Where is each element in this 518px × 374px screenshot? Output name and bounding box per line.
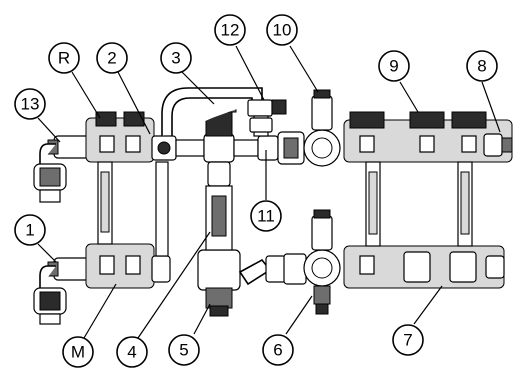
bypass-pipe xyxy=(161,87,287,137)
callout-M: M xyxy=(62,336,94,368)
callout-label-13: 13 xyxy=(21,95,40,114)
callout-label-2: 2 xyxy=(107,49,116,68)
air-vents xyxy=(311,89,333,251)
left-valves xyxy=(33,143,67,325)
mixing-column xyxy=(201,101,237,251)
callout-label-R: R xyxy=(58,49,70,68)
callout-label-1: 1 xyxy=(25,221,34,240)
callout-label-9: 9 xyxy=(389,57,398,76)
callout-R: R xyxy=(48,42,80,74)
return-manifold xyxy=(47,111,513,167)
callout-label-12: 12 xyxy=(221,21,240,40)
callout-9: 9 xyxy=(378,50,410,82)
callout-6: 6 xyxy=(262,334,294,366)
callout-12: 12 xyxy=(214,14,246,46)
callout-label-4: 4 xyxy=(127,343,136,362)
flow-meters xyxy=(97,161,473,257)
callout-10: 10 xyxy=(266,14,298,46)
flow-manifold xyxy=(47,243,505,317)
callout-label-11: 11 xyxy=(257,207,275,226)
callout-8: 8 xyxy=(466,50,498,82)
callout-7: 7 xyxy=(392,324,424,356)
callout-5: 5 xyxy=(168,334,200,366)
callout-4: 4 xyxy=(116,336,148,368)
callout-3: 3 xyxy=(160,42,192,74)
callout-label-8: 8 xyxy=(477,57,486,76)
callout-label-M: M xyxy=(71,343,85,362)
callout-label-5: 5 xyxy=(179,341,188,360)
callout-1: 1 xyxy=(14,214,46,246)
callout-label-3: 3 xyxy=(171,49,180,68)
callout-2: 2 xyxy=(96,42,128,74)
callout-13: 13 xyxy=(14,88,46,120)
callout-label-7: 7 xyxy=(403,331,412,350)
callout-11: 11 xyxy=(250,200,282,232)
leader-lines xyxy=(37,45,501,339)
callout-label-10: 10 xyxy=(273,21,292,40)
callout-label-6: 6 xyxy=(273,341,282,360)
